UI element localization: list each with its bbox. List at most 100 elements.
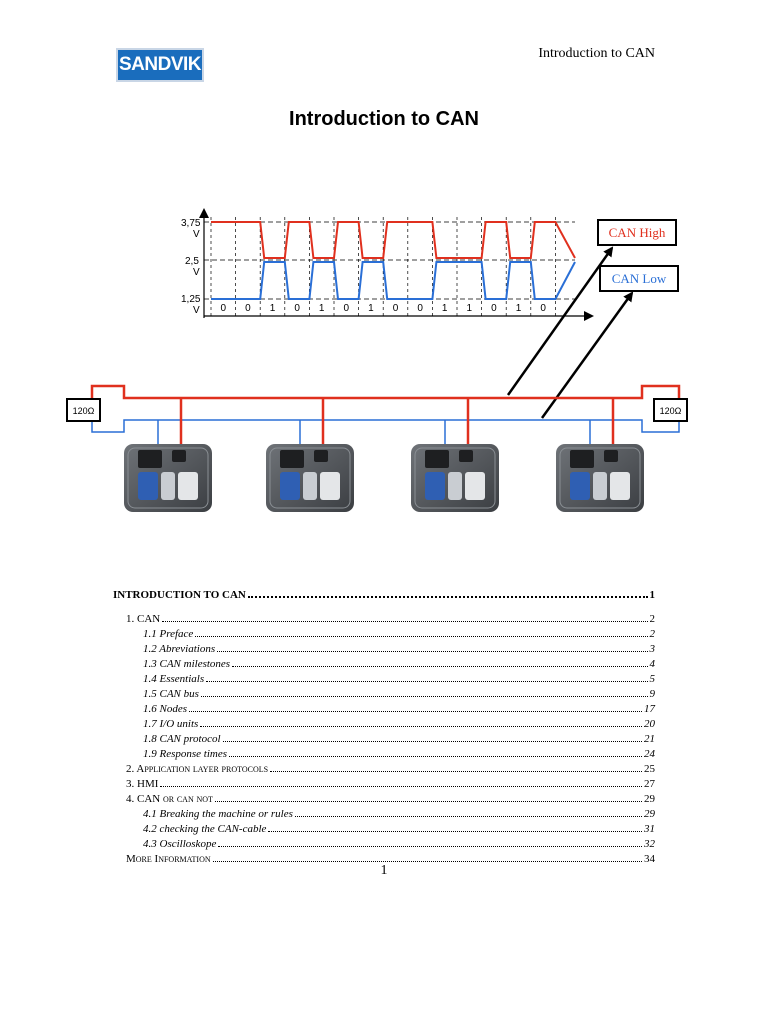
toc-entry[interactable]: 3. HMI 27 bbox=[113, 778, 655, 793]
termination-resistor-right: 120Ω bbox=[653, 398, 688, 422]
toc-entry-label: 1.3 CAN milestones bbox=[143, 658, 231, 670]
page-number: 1 bbox=[380, 863, 388, 878]
sandvik-logo: SANDVIK bbox=[116, 48, 204, 82]
toc-entry-label: 1.2 Abreviations bbox=[143, 643, 216, 655]
can-high-callout: CAN High bbox=[597, 219, 677, 246]
toc-leader-dots bbox=[247, 595, 648, 598]
toc-entry[interactable]: 1.7 I/O units 20 bbox=[113, 718, 655, 733]
toc-entry-page: 4 bbox=[649, 658, 656, 670]
toc-entry-label: 3. HMI bbox=[126, 778, 159, 790]
bit-label: 1 bbox=[368, 303, 374, 314]
toc-leader-dots bbox=[229, 755, 642, 757]
ecu-node bbox=[556, 444, 644, 512]
bit-label: 1 bbox=[319, 303, 325, 314]
toc-entry-label: 1.7 I/O units bbox=[143, 718, 199, 730]
ecu-node bbox=[124, 444, 212, 512]
toc-entry-page: 21 bbox=[644, 733, 655, 745]
toc-leader-dots bbox=[222, 740, 642, 742]
toc-entry-label: 2. Application layer protocols bbox=[126, 763, 269, 775]
toc-entry-label: 4. CAN or can not bbox=[126, 793, 213, 805]
toc-entry[interactable]: 1.6 Nodes 17 bbox=[113, 703, 655, 718]
toc-entry[interactable]: 1.4 Essentials 5 bbox=[113, 673, 655, 688]
toc-entry[interactable]: 4.2 checking the CAN-cable 31 bbox=[113, 823, 655, 838]
toc-entry-label: 1.4 Essentials bbox=[143, 673, 205, 685]
running-header: Introduction to CAN bbox=[538, 46, 655, 61]
toc-entry-page: 3 bbox=[649, 643, 656, 655]
toc-entry[interactable]: 1.2 Abreviations 3 bbox=[113, 643, 655, 658]
toc-leader-dots bbox=[189, 710, 642, 712]
bit-label: 0 bbox=[221, 303, 227, 314]
toc-leader-dots bbox=[294, 815, 642, 817]
bit-label: 0 bbox=[344, 303, 350, 314]
logo-text: SANDVIK bbox=[118, 54, 202, 75]
toc-leader-dots bbox=[206, 680, 648, 682]
y-unit-125: V bbox=[193, 305, 200, 316]
toc-entry-page: 9 bbox=[649, 688, 656, 700]
toc-entry-label: 4.2 checking the CAN-cable bbox=[143, 823, 267, 835]
can-high-waveform bbox=[211, 221, 576, 259]
toc-entry-page: 2 bbox=[649, 613, 656, 625]
document-title: Introduction to CAN bbox=[289, 108, 479, 130]
bit-label: 0 bbox=[417, 303, 423, 314]
toc-leader-dots bbox=[200, 725, 642, 727]
toc-entry[interactable]: 2. Application layer protocols 25 bbox=[113, 763, 655, 778]
toc-entry-label: 1.5 CAN bus bbox=[143, 688, 199, 700]
toc-entry[interactable]: 1.5 CAN bus 9 bbox=[113, 688, 655, 703]
resistor-left-label: 120Ω bbox=[73, 406, 95, 416]
bit-label: 0 bbox=[294, 303, 300, 314]
toc-entry[interactable]: 1.3 CAN milestones 4 bbox=[113, 658, 655, 673]
bit-label: 0 bbox=[540, 303, 546, 314]
ecu-node bbox=[411, 444, 499, 512]
can-bus bbox=[90, 384, 681, 446]
toc-entry-page: 17 bbox=[644, 703, 655, 715]
toc-entry[interactable]: 1. CAN 2 bbox=[113, 613, 655, 628]
bit-label: 1 bbox=[467, 303, 473, 314]
toc-entry-page: 20 bbox=[644, 718, 655, 730]
toc-entry-label: 1.6 Nodes bbox=[143, 703, 187, 715]
toc-leader-dots bbox=[270, 770, 642, 772]
toc-leader-dots bbox=[212, 860, 642, 862]
toc-entry-page: 29 bbox=[644, 793, 655, 805]
toc-leader-dots bbox=[217, 650, 648, 652]
toc-leader-dots bbox=[218, 845, 642, 847]
can-high-bus-line bbox=[90, 384, 681, 400]
toc-entry-page: 32 bbox=[644, 838, 655, 850]
toc-entry-page: 25 bbox=[644, 763, 655, 775]
can-low-label: CAN Low bbox=[612, 271, 667, 286]
bit-label: 1 bbox=[270, 303, 276, 314]
bit-label: 0 bbox=[393, 303, 399, 314]
toc-entry-label: 4.3 Oscilloskope bbox=[143, 838, 217, 850]
toc-entry-page: 1 bbox=[649, 589, 656, 601]
toc-entry-page: 29 bbox=[644, 808, 655, 820]
toc-entry-label: 1.9 Response times bbox=[143, 748, 228, 760]
toc-leader-dots bbox=[214, 800, 642, 802]
toc-entry-label: 1. CAN bbox=[126, 613, 161, 625]
toc-leader-dots bbox=[160, 785, 642, 787]
can-low-bus-line bbox=[91, 419, 680, 433]
bit-label: 0 bbox=[245, 303, 251, 314]
toc-entry-label: More Information bbox=[126, 853, 211, 865]
resistor-right-label: 120Ω bbox=[660, 406, 682, 416]
toc-entry[interactable]: 4. CAN or can not 29 bbox=[113, 793, 655, 808]
y-label-125: 1,25 bbox=[181, 294, 201, 305]
can-low-waveform bbox=[211, 261, 576, 300]
termination-resistor-left: 120Ω bbox=[66, 398, 101, 422]
toc-entry-page: 5 bbox=[649, 673, 656, 685]
bit-label: 1 bbox=[516, 303, 522, 314]
toc-entry-page: 27 bbox=[644, 778, 655, 790]
toc-entry-page: 31 bbox=[644, 823, 655, 835]
ecu-node bbox=[266, 444, 354, 512]
can-high-label: CAN High bbox=[609, 225, 666, 240]
y-label-375: 3,75 bbox=[181, 218, 201, 229]
toc-entry[interactable]: 4.3 Oscilloskope 32 bbox=[113, 838, 655, 853]
bit-label: 0 bbox=[491, 303, 497, 314]
ecu-nodes bbox=[124, 444, 644, 512]
